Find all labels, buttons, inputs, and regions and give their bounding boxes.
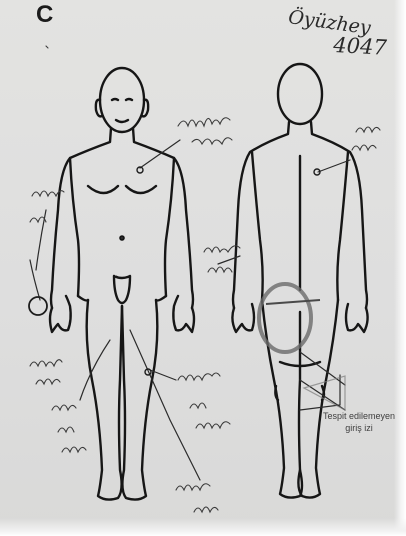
illegible-handwritten-notes (30, 46, 380, 512)
page-edge-right (394, 0, 406, 536)
front-body-outline (50, 68, 194, 500)
page-edge-bottom (0, 518, 406, 536)
highlight-circle-buttock (259, 284, 311, 352)
entry-wound-label: Tespit edilemeyen giriş izi (322, 410, 396, 434)
annotation-lines (30, 140, 350, 480)
wound-marker-front-arm (29, 297, 47, 315)
